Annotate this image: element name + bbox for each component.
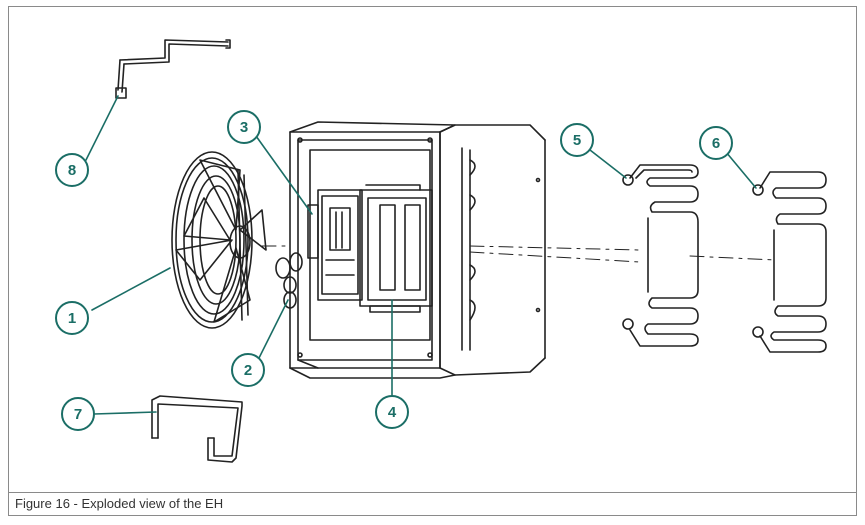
callout-6: 6: [699, 126, 733, 160]
caption-bar: Figure 16 - Exploded view of the EH: [8, 492, 857, 516]
callout-1-label: 1: [68, 310, 76, 327]
fan-part: [171, 151, 267, 329]
heating-element-part-6: [752, 171, 827, 353]
callout-8: 8: [55, 153, 89, 187]
callout-7: 7: [61, 397, 95, 431]
hanging-bracket-part: [115, 39, 231, 99]
terminal-block-part: [307, 189, 363, 301]
callout-2-label: 2: [244, 362, 252, 379]
callout-5: 5: [560, 123, 594, 157]
callout-5-label: 5: [573, 132, 581, 149]
housing-part: [289, 121, 546, 379]
callout-7-label: 7: [74, 406, 82, 423]
callout-2: 2: [231, 353, 265, 387]
heating-element-part-5: [622, 164, 699, 347]
figure-caption: Figure 16 - Exploded view of the EH: [15, 496, 224, 511]
mounting-bracket-part: [151, 395, 243, 463]
callout-4: 4: [375, 395, 409, 429]
control-box-part: [359, 184, 433, 313]
callout-1: 1: [55, 301, 89, 335]
callout-3: 3: [227, 110, 261, 144]
callout-4-label: 4: [388, 404, 397, 421]
callout-6-label: 6: [712, 135, 720, 152]
callout-8-label: 8: [68, 162, 76, 179]
callout-3-label: 3: [240, 119, 248, 136]
